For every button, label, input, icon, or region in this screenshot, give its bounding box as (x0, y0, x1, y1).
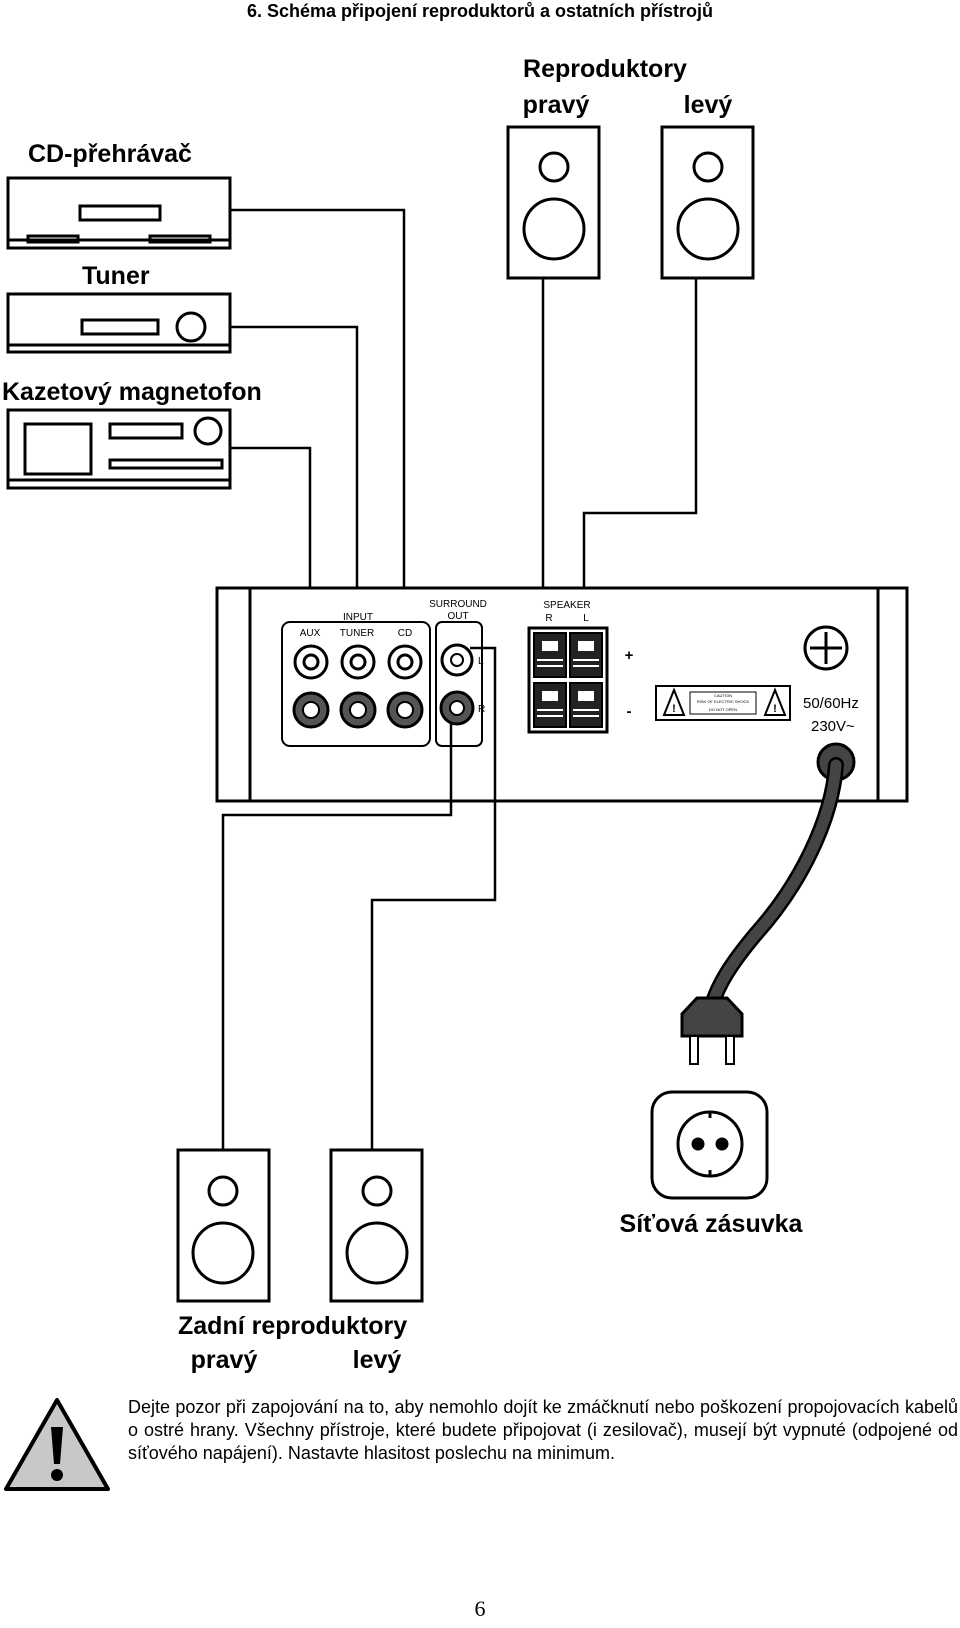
wall-socket (650, 1090, 769, 1200)
svg-text:!: ! (773, 703, 777, 715)
cassette-deck (6, 408, 232, 490)
surround-r-label: R (478, 704, 485, 715)
warning-triangle-icon (4, 1398, 110, 1491)
rear-speakers-label: Zadní reproduktory (178, 1312, 407, 1340)
plus-label: + (625, 647, 634, 664)
page-number: 6 (474, 1596, 486, 1621)
caution-label-plate: ! ! (655, 685, 791, 721)
ground-screw-icon (803, 625, 849, 671)
warning-text: Dejte pozor při zapojování na to, aby ne… (128, 1397, 958, 1463)
rear-left-speaker (329, 1148, 424, 1303)
frequency-label: 50/60Hz (803, 695, 859, 712)
rear-left-label: levý (353, 1346, 402, 1374)
power-plug (680, 996, 744, 1065)
speaker-r-label: R (545, 613, 552, 624)
svg-text:!: ! (672, 703, 676, 715)
power-cord (704, 742, 856, 1013)
amplifier-rear-panel (215, 586, 909, 803)
rear-right-label: pravý (191, 1346, 258, 1374)
caution-text-2: RISK OF ELECTRIC SHOCK (697, 699, 750, 704)
speaker-label: SPEAKER (543, 600, 590, 611)
surround-jacks (439, 643, 475, 726)
cd-input-label: CD (398, 628, 412, 639)
speakers-label: Reproduktory (523, 55, 687, 83)
speaker-l-label: L (583, 613, 589, 624)
cd-player-label: CD-přehrávač (28, 140, 192, 168)
rear-right-speaker (176, 1148, 271, 1303)
surround-group-frame (435, 621, 483, 747)
tuner-device (6, 292, 232, 354)
surround-label: SURROUND (429, 599, 487, 610)
page-title: 6. Schéma připojení reproduktorů a ostat… (246, 1, 714, 21)
front-right-speaker (506, 125, 601, 280)
tuner-input-label: TUNER (340, 628, 374, 639)
minus-label: - (627, 703, 632, 720)
tuner-label: Tuner (82, 262, 150, 290)
input-group-frame (281, 621, 431, 747)
cables (221, 208, 698, 1150)
cassette-label: Kazetový magnetofon (2, 378, 262, 406)
front-right-label: pravý (523, 91, 590, 119)
cd-player (6, 176, 232, 250)
speaker-terminals (527, 626, 609, 734)
front-left-label: levý (684, 91, 733, 119)
caution-text-1: CAUTION (714, 693, 732, 698)
socket-label: Síťová zásuvka (620, 1210, 804, 1238)
aux-label: AUX (300, 628, 321, 639)
rca-jacks-bottom (292, 691, 424, 729)
rca-jacks-top (293, 644, 423, 680)
front-left-speaker (660, 125, 755, 280)
surround-out-label: OUT (447, 611, 468, 622)
input-label: INPUT (343, 612, 373, 623)
surround-l-label: L (478, 656, 484, 667)
caution-text-3: DO NOT OPEN (709, 707, 737, 712)
voltage-label: 230V~ (811, 718, 855, 735)
